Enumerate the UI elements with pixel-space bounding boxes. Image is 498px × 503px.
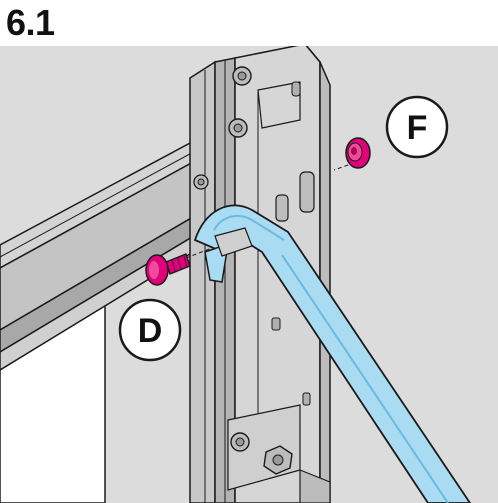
assembly-illustration: F D: [0, 43, 498, 503]
bolt-icon: [228, 118, 248, 138]
assembly-guide-f: [333, 157, 369, 171]
blue-brace: [193, 204, 472, 503]
bolt-icon: [232, 66, 252, 86]
plug-icon: [345, 137, 371, 169]
screw-icon: [145, 253, 191, 286]
step-number: 6.1: [6, 2, 55, 43]
nut-icon: [263, 445, 293, 475]
assembly-guide-d: [185, 247, 213, 259]
callout-circle-f: [385, 95, 449, 159]
bolt-icon: [193, 174, 209, 190]
assembly-drawing: F D: [0, 43, 498, 503]
bolt-icon: [230, 432, 250, 452]
callout-circle-d: [118, 298, 182, 362]
callout-label-f: F: [407, 109, 428, 147]
callout-label-d: D: [138, 312, 163, 350]
